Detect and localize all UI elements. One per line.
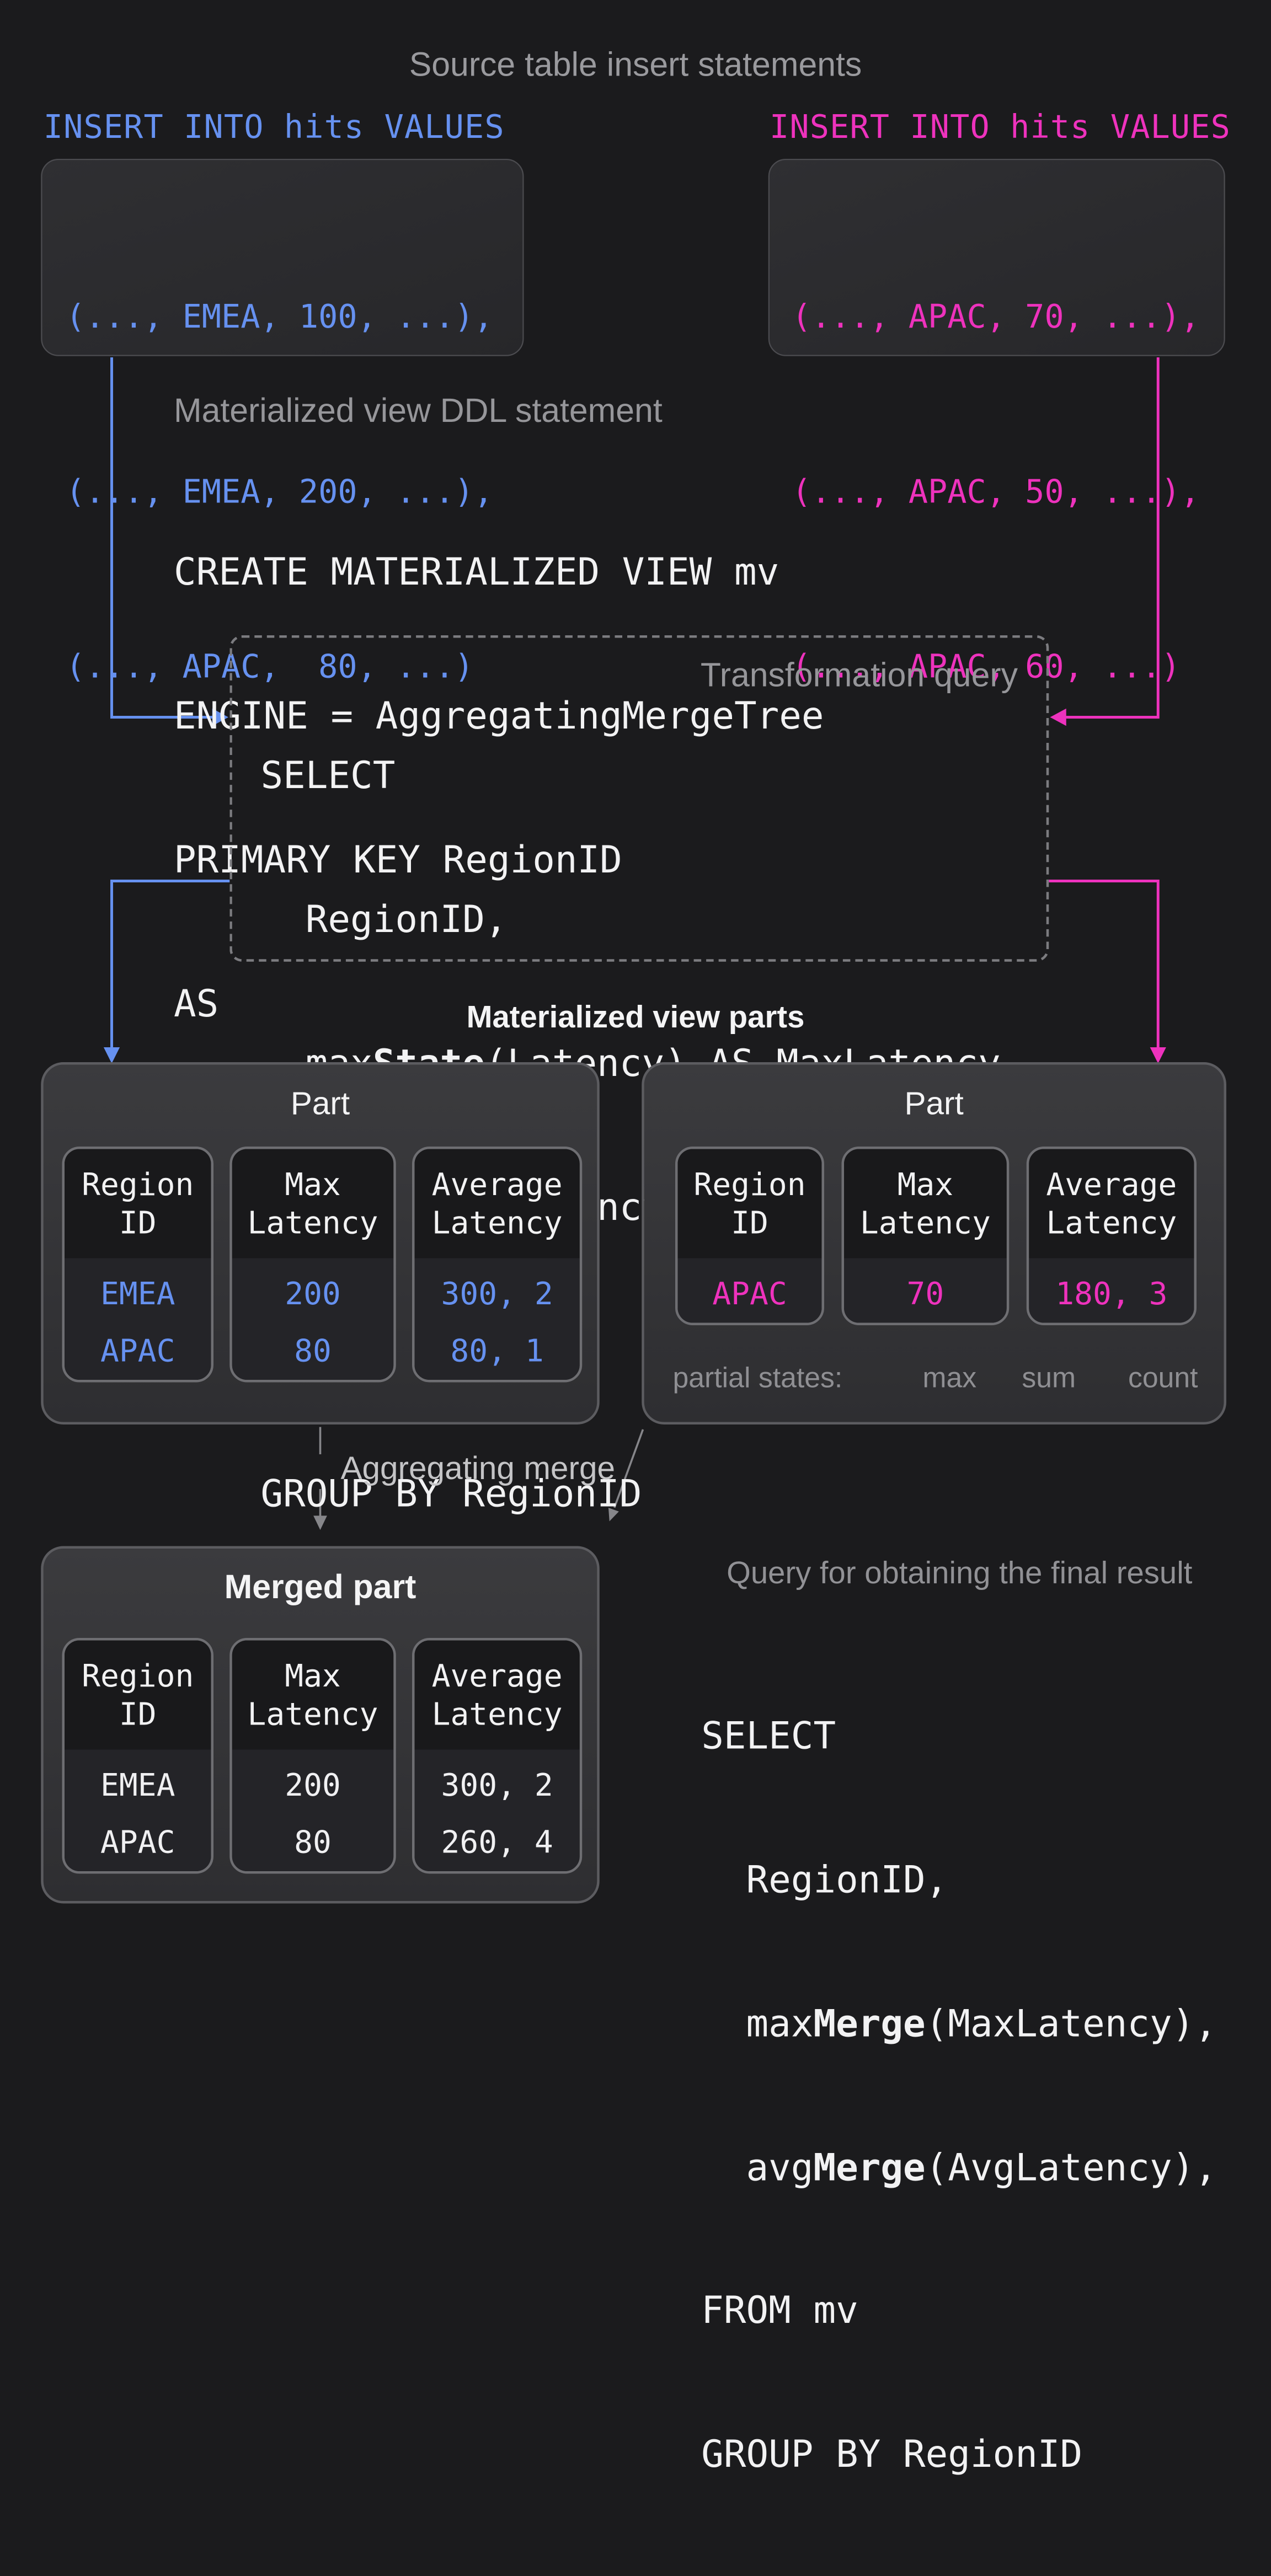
code-line: SELECT — [260, 754, 396, 799]
column-header: Region ID — [65, 1640, 211, 1750]
code-line: FROM mv — [701, 2289, 858, 2333]
column-header: Max Latency — [232, 1149, 394, 1258]
partial-states-label: partial states: — [672, 1361, 843, 1394]
cell-value: 180, 3 — [1055, 1276, 1168, 1312]
column-header: Region ID — [677, 1149, 822, 1258]
insert-right-code: (..., APAC, 70, ...), (..., APAC, 50, ..… — [770, 160, 1224, 814]
partial-state-max: max — [922, 1361, 977, 1394]
cell-value: 80, 1 — [450, 1332, 544, 1369]
code-line: GROUP BY RegionID — [260, 1472, 642, 1517]
column-region-id: Region ID APAC — [675, 1147, 824, 1325]
code-line: (..., EMEA, 200, ...), — [66, 474, 494, 512]
column-header: Max Latency — [844, 1149, 1007, 1258]
cell-value: EMEA — [100, 1767, 175, 1803]
part-box-right: Part Region ID APAC Max Latency 70 Avera… — [642, 1062, 1226, 1424]
column-header: Average Latency — [1029, 1149, 1194, 1258]
column-region-id: Region ID EMEA APAC — [62, 1147, 213, 1383]
column-header: Average Latency — [414, 1149, 580, 1258]
cell-value: 70 — [906, 1276, 944, 1312]
merged-part-title: Merged part — [224, 1568, 416, 1606]
part-right-title: Part — [904, 1084, 964, 1122]
code-line: SELECT — [701, 1715, 836, 1759]
diagram-canvas: Source table insert statements INSERT IN… — [41, 46, 1231, 2477]
column-region-id: Region ID EMEA APAC — [62, 1638, 213, 1874]
column-max-latency: Max Latency 200 80 — [229, 1147, 396, 1383]
part-right-columns: Region ID APAC Max Latency 70 Average La… — [675, 1147, 1197, 1325]
column-max-latency: Max Latency 200 80 — [229, 1638, 396, 1874]
ddl-title: Materialized view DDL statement — [174, 392, 663, 430]
code-line: avgMerge(AvgLatency), — [701, 2146, 1217, 2190]
insert-right-box: (..., APAC, 70, ...), (..., APAC, 50, ..… — [768, 159, 1225, 686]
transformation-query-label: Transformation query — [700, 656, 1018, 694]
code-line: (..., APAC, 60, ...) — [792, 649, 1181, 687]
code-line: (..., APAC, 70, ...), — [792, 299, 1200, 336]
merged-part-columns: Region ID EMEA APAC Max Latency 200 80 A… — [62, 1638, 583, 1874]
cell-value: 80 — [294, 1332, 332, 1369]
final-query-code: SELECT RegionID, maxMerge(MaxLatency), a… — [701, 1618, 1217, 2576]
code-line: PRIMARY KEY RegionID — [174, 838, 622, 882]
parts-heading: Materialized view parts — [466, 1000, 805, 1035]
code-line: RegionID, — [260, 898, 508, 942]
page-title: Source table insert statements — [409, 46, 862, 83]
aggregating-merge-label: Aggregating merge — [340, 1449, 616, 1487]
partial-state-count: count — [1128, 1361, 1198, 1394]
part-left-title: Part — [290, 1084, 350, 1122]
code-line: maxMerge(MaxLatency), — [701, 2002, 1217, 2046]
insert-left-box: (..., EMEA, 100, ...), (..., EMEA, 200, … — [41, 159, 524, 686]
code-line: AS — [174, 982, 219, 1026]
part-left-columns: Region ID EMEA APAC Max Latency 200 80 A… — [62, 1147, 583, 1383]
code-line: (..., EMEA, 100, ...), — [66, 299, 494, 336]
code-line: GROUP BY RegionID — [701, 2433, 1083, 2477]
transformation-query-box: Transformation query SELECT RegionID, ma… — [229, 635, 1049, 1517]
code-line: RegionID, — [701, 1859, 948, 1903]
column-max-latency: Max Latency 70 — [841, 1147, 1010, 1325]
cell-value: 80 — [294, 1824, 332, 1860]
insert-left-label: INSERT INTO hits VALUES — [43, 109, 505, 147]
insert-right-label: INSERT INTO hits VALUES — [770, 109, 1231, 147]
insert-left-code: (..., EMEA, 100, ...), (..., EMEA, 200, … — [42, 160, 523, 814]
cell-value: 260, 4 — [441, 1824, 553, 1860]
cell-value: APAC — [100, 1824, 175, 1860]
column-average-latency: Average Latency 300, 2 260, 4 — [412, 1638, 583, 1874]
cell-value: APAC — [712, 1276, 787, 1312]
column-header: Average Latency — [414, 1640, 580, 1750]
cell-value: 200 — [285, 1767, 341, 1803]
cell-value: APAC — [100, 1332, 175, 1369]
cell-value: 300, 2 — [441, 1276, 553, 1312]
code-line: ENGINE = AggregatingMergeTree — [174, 694, 824, 738]
code-line: (..., APAC, 50, ...), — [792, 474, 1200, 512]
column-header: Region ID — [65, 1149, 211, 1258]
final-query-title: Query for obtaining the final result — [727, 1556, 1193, 1591]
code-line: CREATE MATERIALIZED VIEW mv — [174, 551, 779, 595]
part-box-left: Part Region ID EMEA APAC Max Latency 200… — [41, 1062, 600, 1424]
merged-part-box: Merged part Region ID EMEA APAC Max Late… — [41, 1546, 600, 1904]
cell-value: 300, 2 — [441, 1767, 553, 1803]
column-average-latency: Average Latency 300, 2 80, 1 — [412, 1147, 583, 1383]
partial-state-sum: sum — [1022, 1361, 1076, 1394]
column-header: Max Latency — [232, 1640, 394, 1750]
cell-value: 200 — [285, 1276, 341, 1312]
ddl-code: CREATE MATERIALIZED VIEW mv ENGINE = Agg… — [174, 454, 824, 1125]
cell-value: EMEA — [100, 1276, 175, 1312]
column-average-latency: Average Latency 180, 3 — [1026, 1147, 1197, 1325]
